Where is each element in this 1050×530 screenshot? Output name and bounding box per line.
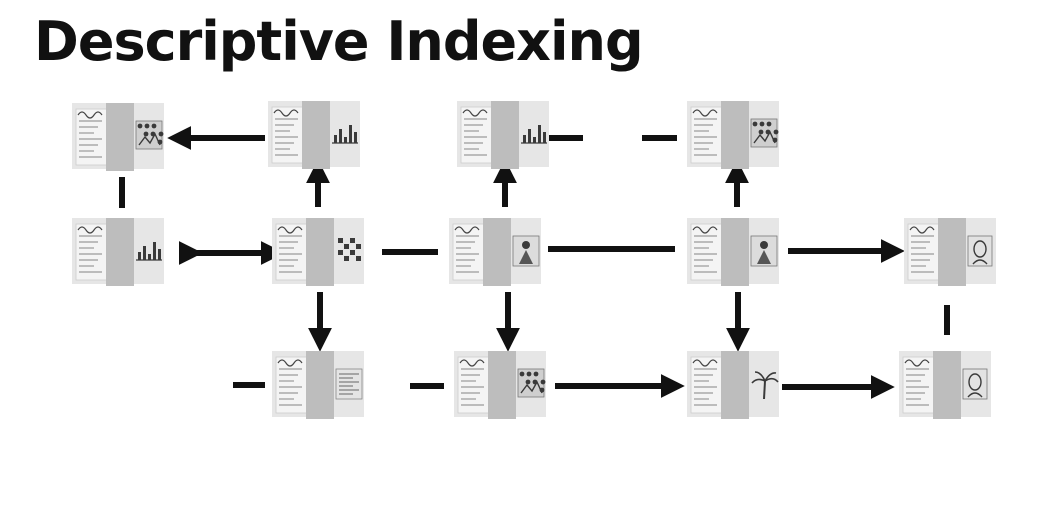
document-node [687, 351, 779, 419]
document-node [268, 101, 360, 169]
connectors [119, 126, 950, 399]
diagram-title: Descriptive Indexing [34, 10, 644, 73]
document-node [687, 218, 779, 286]
document-node [904, 218, 996, 286]
document-node [687, 101, 779, 169]
document-nodes [72, 101, 996, 419]
document-node [899, 351, 991, 419]
document-node [72, 218, 164, 286]
document-node [449, 218, 541, 286]
document-node [272, 218, 364, 286]
document-node [454, 351, 546, 419]
document-node [457, 101, 549, 169]
document-node [272, 351, 364, 419]
document-node [72, 103, 164, 171]
